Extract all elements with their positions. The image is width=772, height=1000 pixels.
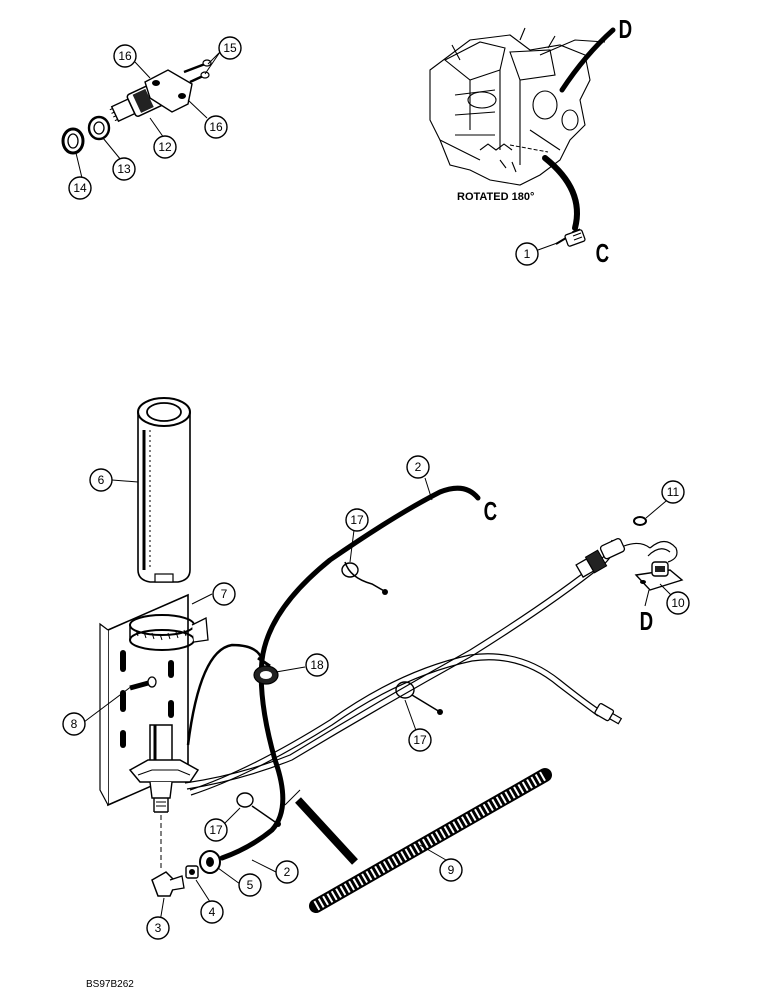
callout-10: 10 (666, 591, 690, 615)
rotation-note: ROTATED 180° (457, 191, 534, 203)
callout-15: 15 (218, 36, 242, 60)
svg-text:4: 4 (209, 905, 216, 919)
pointer-to-d (559, 27, 616, 93)
wire-clip-middle (395, 681, 443, 715)
svg-text:17: 17 (413, 733, 427, 747)
callout-4: 4 (200, 900, 224, 924)
svg-text:1: 1 (524, 247, 531, 261)
ref-letter-d-top: D (619, 14, 633, 44)
svg-text:7: 7 (221, 587, 228, 601)
callout-12: 12 (153, 135, 177, 159)
ref-letter-c-bottom: C (484, 496, 498, 526)
sensor-lead (189, 653, 623, 796)
wire-clip-upper (341, 561, 388, 595)
callout-7: 7 (212, 582, 236, 606)
svg-text:2: 2 (284, 865, 291, 879)
svg-text:8: 8 (71, 717, 78, 731)
svg-text:16: 16 (209, 120, 223, 134)
callout-2-bottom: 2 (275, 860, 299, 884)
svg-text:17: 17 (350, 513, 364, 527)
callout-13: 13 (112, 157, 136, 181)
convoluted-tubing (309, 768, 552, 913)
sensor-1 (555, 228, 586, 247)
callout-9: 9 (439, 858, 463, 882)
callout-1: 1 (515, 242, 539, 266)
svg-text:15: 15 (223, 41, 237, 55)
svg-text:5: 5 (247, 878, 254, 892)
filter-canister (137, 397, 191, 583)
svg-text:16: 16 (118, 49, 132, 63)
callout-8: 8 (62, 712, 86, 736)
callout-17-middle: 17 (408, 728, 432, 752)
hose-clamp (129, 614, 209, 651)
svg-text:10: 10 (671, 596, 685, 610)
fitting (185, 865, 199, 879)
main-assembly (83, 397, 684, 923)
svg-text:2: 2 (415, 460, 422, 474)
svg-text:6: 6 (98, 473, 105, 487)
sensor-exploded-view (61, 51, 221, 179)
svg-text:14: 14 (73, 181, 87, 195)
svg-text:11: 11 (667, 485, 680, 499)
hex-nut (199, 850, 221, 874)
callout-5: 5 (238, 873, 262, 897)
callout-14: 14 (68, 176, 92, 200)
pointer-to-c (542, 155, 580, 231)
callout-16-bottom: 16 (204, 115, 228, 139)
small-washer (633, 516, 647, 526)
grommet (253, 656, 279, 685)
svg-text:17: 17 (209, 823, 223, 837)
svg-text:3: 3 (155, 921, 162, 935)
svg-text:9: 9 (448, 863, 455, 877)
ref-letter-d-bottom: D (640, 606, 654, 636)
callout-11: 11 (661, 480, 685, 504)
callout-17-top: 17 (345, 508, 369, 532)
callout-3: 3 (146, 916, 170, 940)
drawing-code: BS97B262 (86, 979, 134, 990)
svg-text:12: 12 (158, 140, 172, 154)
screws (183, 59, 212, 84)
svg-text:13: 13 (117, 162, 131, 176)
callout-6: 6 (89, 468, 113, 492)
callout-17-lower: 17 (204, 818, 228, 842)
callout-18: 18 (305, 653, 329, 677)
engine-reference-view (429, 27, 616, 251)
filter-head (128, 724, 200, 813)
wire-clip-lower (236, 792, 281, 827)
switch (634, 540, 684, 591)
callout-2-top: 2 (406, 455, 430, 479)
elbow-fitting (151, 871, 185, 897)
ref-letter-c-top: C (596, 238, 610, 268)
svg-text:18: 18 (310, 658, 324, 672)
callout-16-top: 16 (113, 44, 137, 68)
